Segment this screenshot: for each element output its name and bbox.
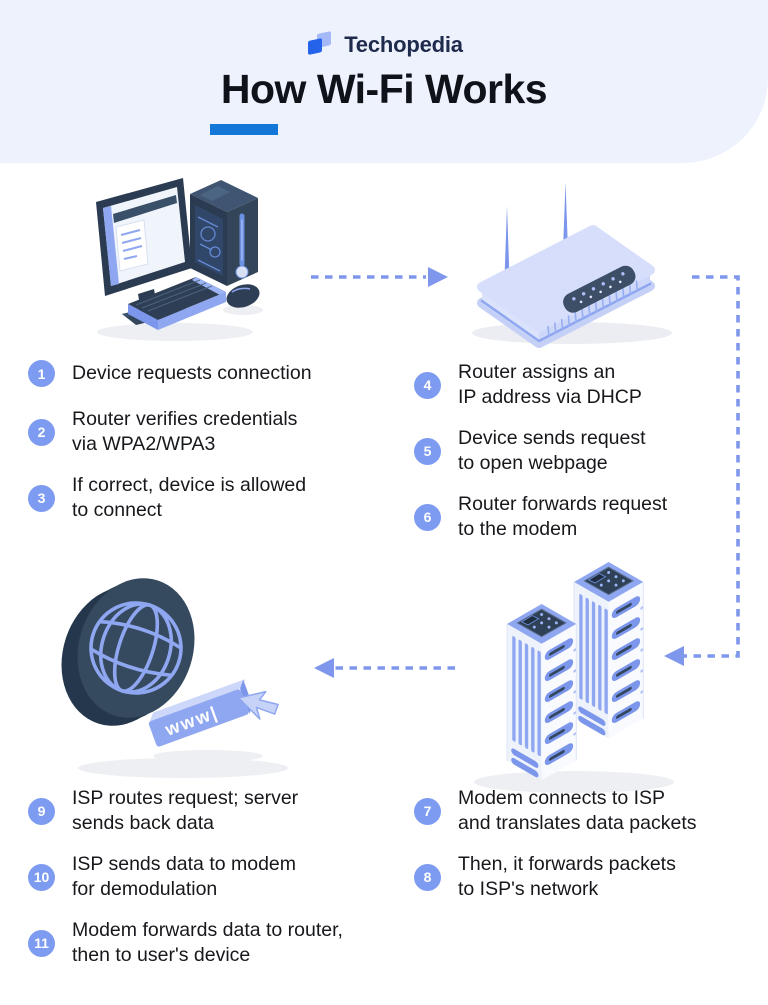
step-4: 4 Router assigns an IP address via DHCP bbox=[414, 360, 667, 410]
step-8-badge: 8 bbox=[414, 863, 441, 891]
step-line: Then, it forwards packets bbox=[458, 853, 676, 875]
cursor-arrow-icon bbox=[237, 690, 279, 720]
step-line: ISP sends data to modem bbox=[72, 853, 297, 875]
step-line: Router verifies credentials bbox=[72, 408, 298, 430]
server-tower-front bbox=[506, 603, 577, 781]
techopedia-wordmark: Techopedia bbox=[344, 32, 463, 57]
computer-shadow bbox=[97, 323, 253, 341]
step-line: sends back data bbox=[72, 812, 215, 834]
step-2: 2 Router verifies credentials via WPA2/WP… bbox=[28, 407, 312, 457]
step-11: 11 Modem forwards data to router, then to… bbox=[28, 918, 343, 968]
steps-group-4-6: 4 Router assigns an IP address via DHCP 5… bbox=[414, 360, 667, 558]
title-underline bbox=[210, 124, 278, 135]
header-banner: Techopedia How Wi-Fi Works bbox=[0, 0, 768, 163]
step-line: IP address via DHCP bbox=[458, 386, 642, 408]
pc-mouse bbox=[226, 284, 260, 308]
step-7-badge: 7 bbox=[414, 797, 441, 825]
step-9: 9 ISP routes request; server sends back d… bbox=[28, 786, 343, 836]
www-address-banner: www| bbox=[148, 679, 253, 747]
step-6-badge: 6 bbox=[414, 503, 441, 531]
internet-globe-disc bbox=[61, 578, 195, 726]
step-line: to connect bbox=[72, 499, 162, 521]
step-4-badge: 4 bbox=[414, 371, 441, 399]
globe-illustration: www| bbox=[61, 578, 288, 778]
techopedia-logo: Techopedia bbox=[0, 30, 768, 60]
step-1: 1 Device requests connection bbox=[28, 360, 312, 387]
step-line: Modem connects to ISP bbox=[458, 787, 666, 809]
step-1-badge: 1 bbox=[28, 360, 55, 387]
step-line: via WPA2/WPA3 bbox=[72, 433, 216, 455]
step-3-badge: 3 bbox=[28, 484, 55, 512]
steps-group-7-8: 7 Modem connects to ISP and translates da… bbox=[414, 786, 697, 918]
step-5: 5 Device sends request to open webpage bbox=[414, 426, 667, 476]
step-6: 6 Router forwards request to the modem bbox=[414, 492, 667, 542]
step-9-badge: 9 bbox=[28, 797, 55, 825]
step-line: ISP routes request; server bbox=[72, 787, 299, 809]
server-illustration bbox=[474, 561, 674, 793]
router-body bbox=[477, 225, 655, 348]
servers-shadow bbox=[474, 771, 674, 793]
step-5-badge: 5 bbox=[414, 437, 441, 465]
step-line: Router assigns an bbox=[458, 361, 616, 383]
router-status-panel bbox=[563, 265, 636, 313]
steps-group-1-3: 1 Device requests connection 2 Router ve… bbox=[28, 360, 312, 539]
step-7: 7 Modem connects to ISP and translates da… bbox=[414, 786, 697, 836]
step-line: to open webpage bbox=[458, 452, 608, 474]
step-8: 8 Then, it forwards packets to ISP's netw… bbox=[414, 852, 697, 902]
server-tower-back bbox=[573, 561, 644, 739]
step-line: Router forwards request bbox=[458, 493, 668, 515]
page-title: How Wi-Fi Works bbox=[220, 66, 548, 112]
step-line: If correct, device is allowed bbox=[72, 474, 307, 496]
step-line: Modem forwards data to router, bbox=[72, 919, 343, 941]
step-3: 3 If correct, device is allowed to connec… bbox=[28, 473, 312, 523]
step-line: Device sends request bbox=[458, 427, 646, 449]
computer-illustration bbox=[96, 178, 263, 341]
step-line: for demodulation bbox=[72, 878, 218, 900]
router-vents bbox=[547, 280, 639, 338]
step-line: to ISP's network bbox=[458, 878, 599, 900]
step-10: 10 ISP sends data to modem for demodulati… bbox=[28, 852, 343, 902]
arrowhead-right-icon bbox=[428, 267, 448, 287]
step-10-badge: 10 bbox=[28, 863, 55, 891]
step-line: to the modem bbox=[458, 518, 578, 540]
globe-shadow bbox=[78, 758, 288, 778]
pc-tower bbox=[190, 180, 258, 286]
pc-keyboard bbox=[128, 277, 226, 330]
step-line: Device requests connection bbox=[72, 362, 312, 384]
step-11-badge: 11 bbox=[28, 929, 55, 957]
globe-wireframe bbox=[89, 601, 183, 695]
step-line: and translates data packets bbox=[458, 812, 697, 834]
router-illustration bbox=[472, 182, 672, 348]
step-line: then to user's device bbox=[72, 944, 251, 966]
step-2-badge: 2 bbox=[28, 418, 55, 446]
techopedia-logo-icon bbox=[308, 31, 332, 55]
steps-group-9-11: 9 ISP routes request; server sends back d… bbox=[28, 786, 343, 984]
